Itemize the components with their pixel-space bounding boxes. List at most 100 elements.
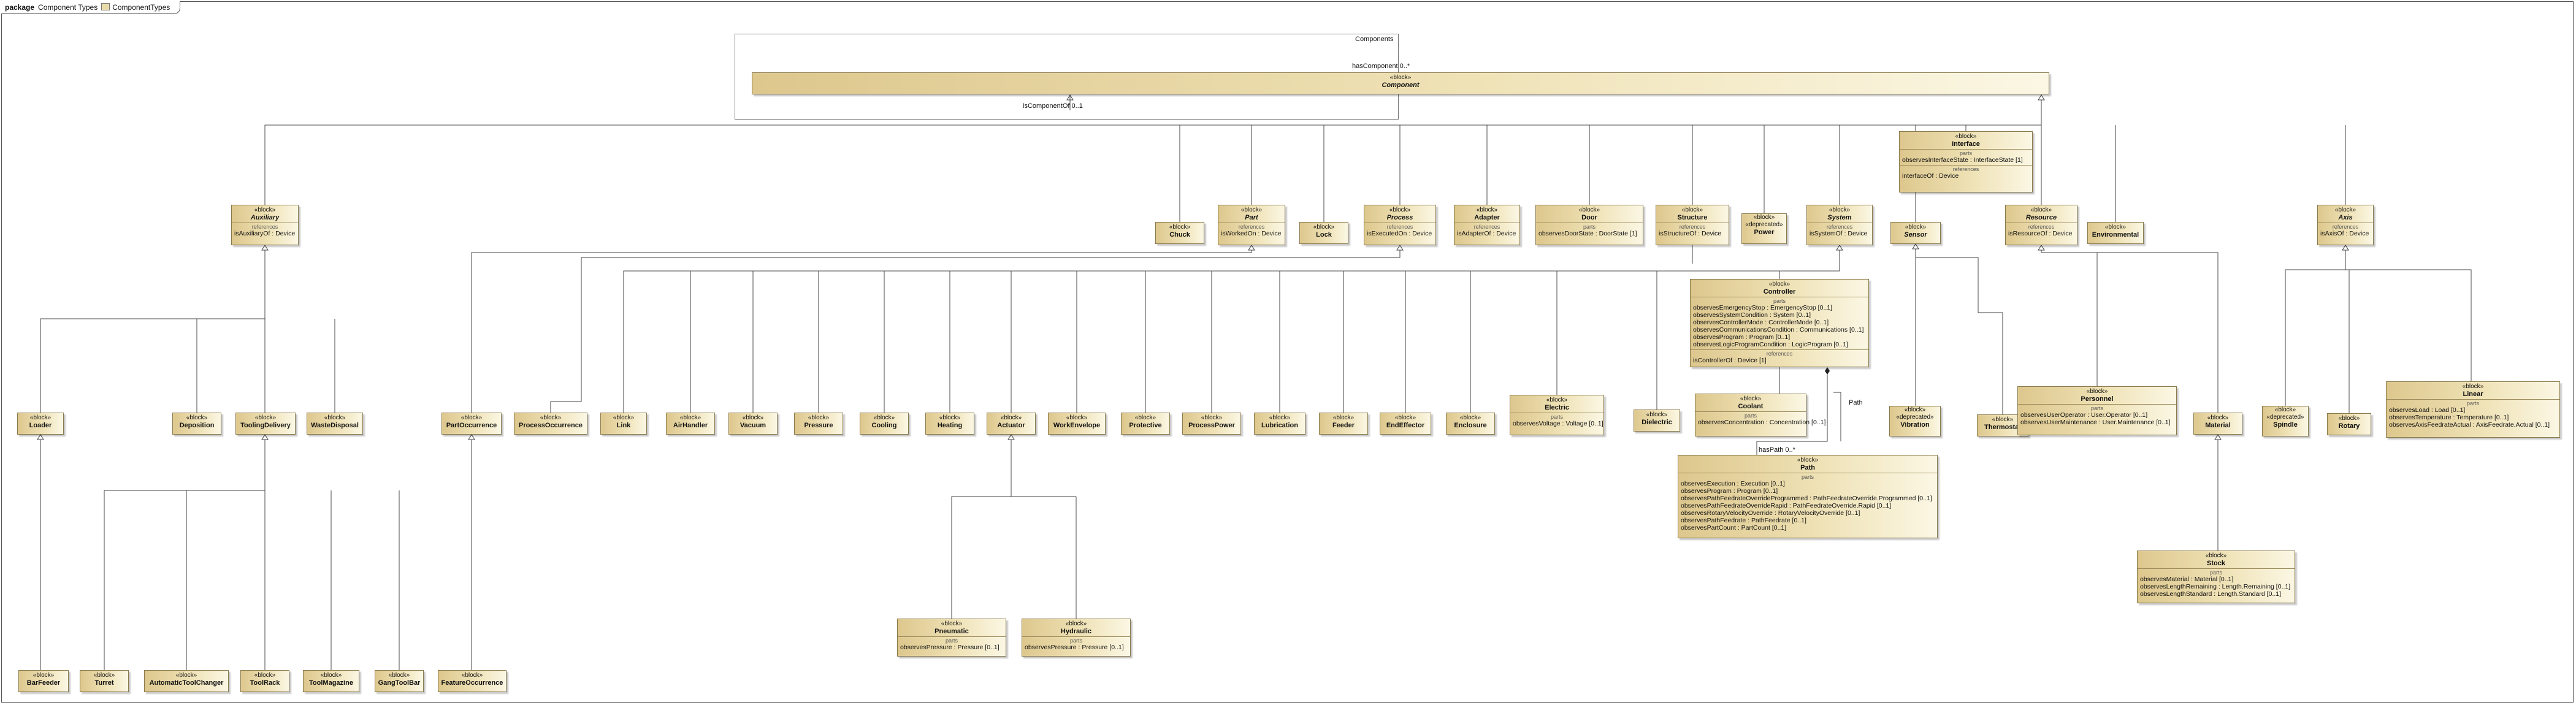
class-loader[interactable]: «block»Loader [17,413,64,435]
class-deposition[interactable]: «block»Deposition [172,413,221,435]
stereotype-label: «block» [1389,207,1411,213]
connector-line [951,435,1012,619]
class-link[interactable]: «block»Link [600,413,647,435]
class-workenvelope[interactable]: «block»WorkEnvelope [1048,413,1106,435]
class-rotary[interactable]: «block»Rotary [2327,413,2371,435]
stereotype-label: «block» [1332,414,1355,421]
class-feeder[interactable]: «block»Feeder [1319,413,1368,435]
class-sensor[interactable]: «block»Sensor [1890,222,1941,244]
class-turret[interactable]: «block»Turret [80,670,129,692]
class-component[interactable]: «block»Component [752,72,2049,94]
class-barfeeder[interactable]: «block»BarFeeder [18,670,69,692]
class-wastedisposal[interactable]: «block»WasteDisposal [307,413,363,435]
class-featureoccurrence[interactable]: «block»FeatureOccurrence [438,670,506,692]
stereotype-label: «block» [1201,414,1223,421]
class-toolmagazine[interactable]: «block»ToolMagazine [303,670,359,692]
has-path-label: hasPath 0..* [1759,446,1795,454]
connector-line [2345,269,2350,413]
class-endeffector[interactable]: «block»EndEffector [1380,413,1431,435]
class-spindle[interactable]: «block»«deprecated»Spindle [2262,406,2309,436]
class-cooling[interactable]: «block»Cooling [860,413,909,435]
class-environmental[interactable]: «block»Environmental [2087,222,2144,244]
class-heating[interactable]: «block»Heating [925,413,974,435]
class-pressure[interactable]: «block»Pressure [794,413,843,435]
is-component-of-label: isComponentOf 0..1 [1023,102,1083,110]
property-row: observesProgram : Program [0..1] [1693,333,1791,341]
compartment-label: references [1952,166,1979,172]
composition-diamond [1825,367,1830,375]
class-chuck[interactable]: «block»Chuck [1155,222,1204,244]
class-enclosure[interactable]: «block»Enclosure [1446,413,1495,435]
stereotype-label: «block» [93,672,115,679]
class-airhandler[interactable]: «block»AirHandler [666,413,715,435]
property-row: observesVoltage : Voltage [0..1] [1513,420,1603,427]
class-name: Stock [2207,560,2225,567]
stereotype-label: «block» [1389,74,1412,81]
class-name: ToolingDelivery [240,422,291,429]
stereotype-label: «block» [1065,620,1087,627]
class-automatictoolchanger[interactable]: «block»AutomaticToolChanger [144,670,229,692]
connector-line [623,245,1840,413]
property-row: observesEmergencyStop : EmergencyStop [0… [1693,304,1833,311]
generalization-arrow [2038,245,2045,251]
class-protective[interactable]: «block»Protective [1121,413,1170,435]
class-dielectric[interactable]: «block»Dielectric [1634,410,1680,432]
reference-row: isControllerOf : Device [1] [1693,357,1767,364]
class-vibration[interactable]: «block»«deprecated»Vibration [1889,406,1941,436]
connector-line [2345,269,2472,381]
stereotype-label: «block» [254,207,276,213]
class-name: AutomaticToolChanger [149,679,224,687]
class-material[interactable]: «block»Material [2193,413,2242,435]
stereotype-label: «block» [2205,552,2227,559]
generalization-arrow [468,434,475,440]
class-actuator[interactable]: «block»Actuator [987,413,1036,435]
deprecated-label: «deprecated» [1896,414,1934,421]
path-role-label: Path [1849,399,1863,406]
stereotype-label: «block» [324,414,346,421]
class-vacuum[interactable]: «block»Vacuum [728,413,778,435]
class-lock[interactable]: «block»Lock [1299,222,1348,244]
class-toolingdelivery[interactable]: «block»ToolingDelivery [235,413,296,435]
class-lubrication[interactable]: «block»Lubrication [1254,413,1305,435]
stereotype-label: «block» [1753,214,1775,221]
class-partoccurrence[interactable]: «block»PartOccurrence [441,413,502,435]
class-gangtoolbar[interactable]: «block»GangToolBar [375,670,424,692]
class-name: Lubrication [1261,422,1298,429]
class-processpower[interactable]: «block»ProcessPower [1182,413,1241,435]
stereotype-label: «block» [1797,457,1819,463]
class-power[interactable]: «block»«deprecated»Power [1741,213,1787,244]
class-processoccurrence[interactable]: «block»ProcessOccurrence [514,413,587,435]
stereotype-label: «block» [1240,207,1263,213]
class-name: WasteDisposal [311,422,359,429]
class-toolrack[interactable]: «block»ToolRack [240,670,289,692]
stereotype-label: «block» [461,414,483,421]
property-row: observesPressure : Pressure [0..1] [1025,644,1124,651]
class-name: Hydraulic [1060,628,1092,635]
stereotype-label: «block» [388,672,410,679]
compartment-label: references [1826,224,1853,230]
class-name: FeatureOccurrence [441,679,503,687]
